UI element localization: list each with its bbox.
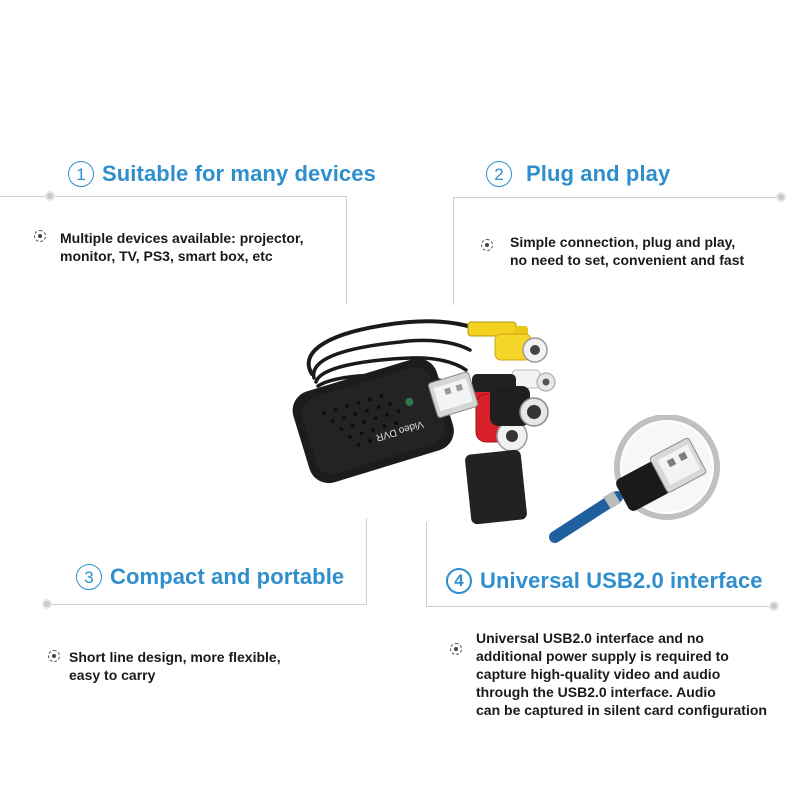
magnifier-usb-closeup-illustration	[549, 415, 720, 543]
feature-2-title: Plug and play	[526, 161, 671, 186]
feature-4-description: Universal USB2.0 interface and no additi…	[476, 629, 767, 719]
feature-2-heading: 2 Plug and play	[486, 161, 670, 187]
usb-cap	[465, 449, 527, 525]
feature-4-title: Universal USB2.0 interface	[480, 568, 763, 593]
guide-line-2-horizontal	[453, 197, 786, 198]
feature-3-line-2: easy to carry	[69, 667, 156, 683]
feature-1-line-1: Multiple devices available: projector,	[60, 230, 304, 246]
device-body: Video DVR	[292, 358, 479, 484]
usb-capture-device-illustration: Video DVR	[292, 319, 556, 525]
guide-line-1-horizontal	[0, 196, 346, 197]
magnifier-handle	[549, 490, 623, 543]
feature-4-line-5: can be captured in silent card configura…	[476, 702, 767, 718]
guide-line-2-vertical	[453, 197, 454, 305]
feature-3-line-1: Short line design, more flexible,	[69, 649, 281, 665]
feature-2-number: 2	[486, 161, 512, 187]
feature-3-description: Short line design, more flexible, easy t…	[69, 648, 281, 684]
feature-3-number: 3	[76, 564, 102, 590]
feature-4-line-4: through the USB2.0 interface. Audio	[476, 684, 716, 700]
guide-dot-2	[778, 194, 784, 200]
guide-line-3-horizontal	[48, 604, 366, 605]
feature-3-title: Compact and portable	[110, 564, 345, 589]
guide-line-4-vertical	[426, 522, 427, 607]
rca-yellow-connector	[467, 321, 548, 363]
feature-4-number: 4	[446, 568, 472, 594]
guide-line-3-vertical	[366, 518, 367, 605]
feature-4-bullet-icon	[450, 643, 462, 655]
feature-2-bullet-icon	[481, 239, 493, 251]
feature-2-line-2: no need to set, convenient and fast	[510, 252, 745, 268]
feature-1-description: Multiple devices available: projector, m…	[60, 229, 304, 265]
feature-1-line-2: monitor, TV, PS3, smart box, etc	[60, 248, 273, 264]
guide-line-4-horizontal	[426, 606, 774, 607]
feature-3-heading: 3 Compact and portable	[76, 564, 344, 590]
feature-2-line-1: Simple connection, plug and play,	[510, 234, 736, 250]
guide-line-1-vertical	[346, 196, 347, 304]
feature-1-number: 1	[68, 161, 94, 187]
feature-4-line-2: additional power supply is required to	[476, 648, 729, 664]
feature-4-line-3: capture high-quality video and audio	[476, 666, 721, 682]
feature-3-bullet-icon	[48, 650, 60, 662]
feature-1-bullet-icon	[34, 230, 46, 242]
feature-1-title: Suitable for many devices	[102, 161, 376, 186]
feature-4-line-1: Universal USB2.0 interface and no	[476, 630, 704, 646]
feature-2-description: Simple connection, plug and play, no nee…	[510, 233, 744, 269]
guide-dot-3	[44, 601, 50, 607]
feature-1-heading: 1 Suitable for many devices	[68, 161, 376, 187]
feature-4-heading: 4 Universal USB2.0 interface	[446, 568, 763, 594]
magnifier-lens	[614, 415, 720, 520]
guide-dot-1	[47, 193, 53, 199]
s-video-connector	[472, 374, 549, 427]
guide-dot-4	[771, 603, 777, 609]
